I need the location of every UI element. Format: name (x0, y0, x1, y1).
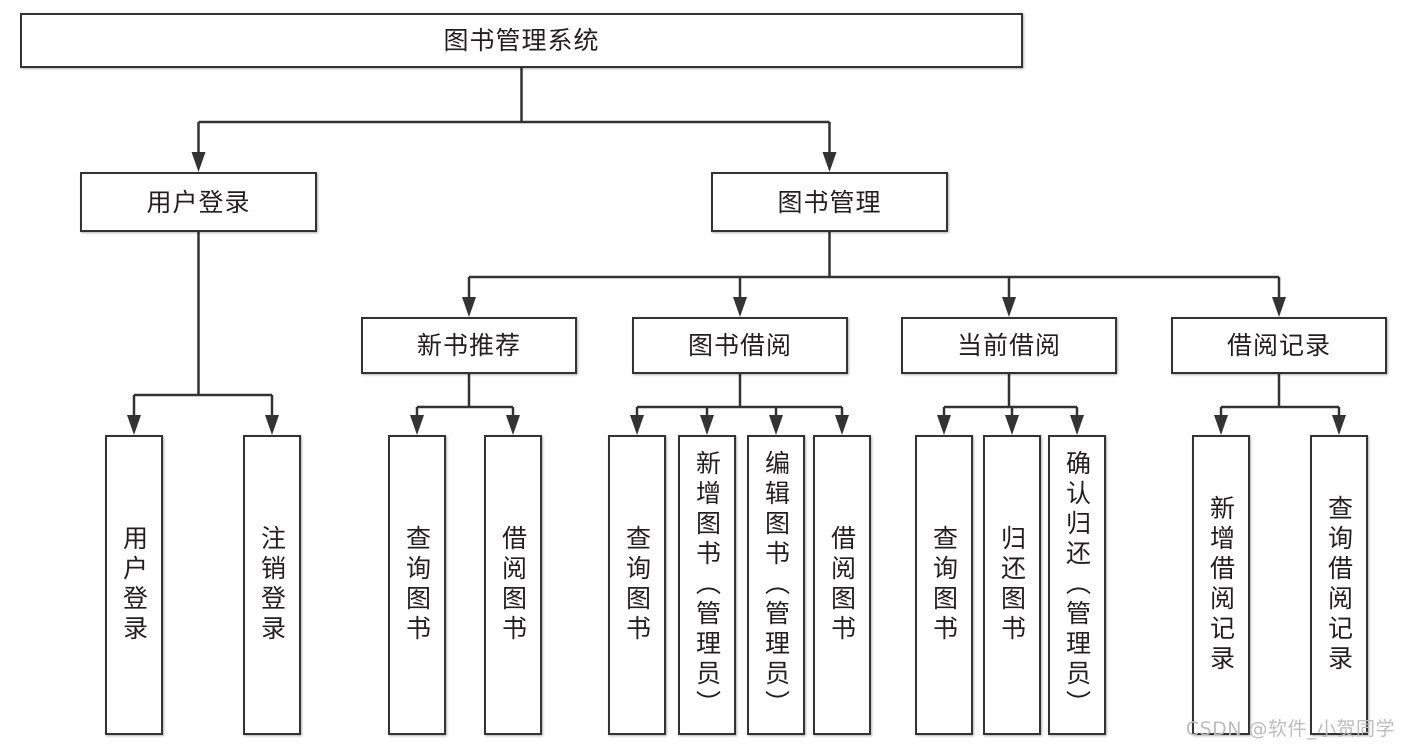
node-records-query-record[interactable]: 查询借阅记录 (1310, 435, 1368, 735)
watermark-text: CSDN @软件_小贺同学 (1185, 718, 1395, 740)
node-root[interactable]: 图书管理系统 (20, 13, 1023, 68)
node-records-add-record[interactable]: 新增借阅记录 (1192, 435, 1250, 735)
node-new-book-recommend-label: 新书推荐 (416, 331, 521, 360)
node-borrow-query-book-label: 查询图书 (622, 525, 652, 645)
node-root-label: 图书管理系统 (443, 26, 600, 55)
node-current-borrow-label: 当前借阅 (956, 331, 1061, 360)
node-user-login-leaf-label: 用户登录 (119, 525, 149, 645)
node-current-borrow[interactable]: 当前借阅 (901, 317, 1117, 374)
node-recommend-borrow-book-label: 借阅图书 (498, 525, 528, 645)
node-recommend-query-book[interactable]: 查询图书 (388, 435, 446, 735)
node-borrow-records[interactable]: 借阅记录 (1171, 317, 1387, 374)
node-user-login[interactable]: 用户登录 (80, 172, 317, 232)
node-borrow-add-book-label: 新增图书（管理员） (692, 450, 722, 720)
node-book-management[interactable]: 图书管理 (711, 172, 948, 232)
node-new-book-recommend[interactable]: 新书推荐 (361, 317, 577, 374)
node-user-logout-leaf-label: 注销登录 (257, 525, 287, 645)
node-user-logout-leaf[interactable]: 注销登录 (243, 435, 301, 735)
node-book-borrow-label: 图书借阅 (687, 331, 792, 360)
node-records-add-record-label: 新增借阅记录 (1206, 495, 1236, 675)
node-recommend-query-book-label: 查询图书 (402, 525, 432, 645)
node-current-confirm-return[interactable]: 确认归还（管理员） (1048, 435, 1106, 735)
node-book-management-label: 图书管理 (777, 187, 882, 217)
node-borrow-add-book[interactable]: 新增图书（管理员） (678, 435, 736, 735)
node-current-return-book-label: 归还图书 (997, 525, 1027, 645)
node-current-return-book[interactable]: 归还图书 (983, 435, 1041, 735)
node-book-borrow[interactable]: 图书借阅 (632, 317, 848, 374)
node-borrow-records-label: 借阅记录 (1226, 331, 1331, 360)
node-borrow-borrow-book[interactable]: 借阅图书 (813, 435, 871, 735)
node-borrow-query-book[interactable]: 查询图书 (608, 435, 666, 735)
node-current-query-book-label: 查询图书 (929, 525, 959, 645)
node-recommend-borrow-book[interactable]: 借阅图书 (484, 435, 542, 735)
node-borrow-edit-book-label: 编辑图书（管理员） (761, 450, 791, 720)
node-user-login-label: 用户登录 (146, 187, 251, 217)
node-borrow-borrow-book-label: 借阅图书 (827, 525, 857, 645)
node-user-login-leaf[interactable]: 用户登录 (105, 435, 163, 735)
node-current-query-book[interactable]: 查询图书 (915, 435, 973, 735)
node-records-query-record-label: 查询借阅记录 (1324, 495, 1354, 675)
node-borrow-edit-book[interactable]: 编辑图书（管理员） (747, 435, 805, 735)
node-current-confirm-return-label: 确认归还（管理员） (1062, 450, 1092, 720)
